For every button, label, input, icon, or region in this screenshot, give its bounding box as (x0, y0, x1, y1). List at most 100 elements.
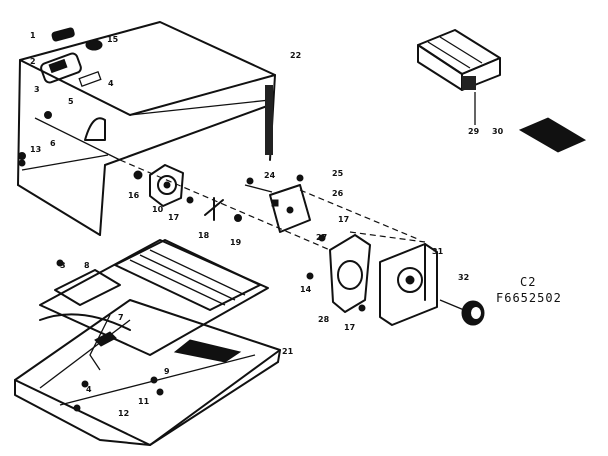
label-4b: 4 (86, 385, 92, 394)
housing-left-edge (17, 59, 21, 186)
label-25: 25 (332, 169, 344, 178)
fan-motor-assembly (119, 159, 331, 251)
grille-tab (462, 76, 476, 90)
clip-17 (186, 196, 194, 204)
knob-face (471, 307, 481, 319)
clip-17c (358, 304, 366, 312)
base-pan-outline (14, 299, 281, 446)
label-14: 14 (300, 285, 312, 294)
fin-1 (129, 259, 226, 306)
label-6: 6 (50, 139, 56, 148)
screw-14 (306, 272, 314, 280)
diagram-part-number: F6652502 (496, 291, 562, 305)
wire-lead (89, 314, 111, 371)
shroud-body (329, 234, 371, 313)
label-13: 13 (30, 145, 41, 154)
control-box-body (379, 243, 438, 326)
screw-12 (73, 404, 81, 412)
motor-hub (157, 175, 177, 195)
nut-19 (234, 214, 242, 222)
motor-bracket (149, 164, 184, 207)
label-1: 1 (30, 31, 36, 40)
screw-24-line (244, 184, 273, 193)
label-17b: 17 (338, 215, 349, 224)
filter-body (518, 117, 587, 153)
label-30: 30 (492, 127, 504, 136)
label-31: 31 (432, 247, 444, 256)
label-12: 12 (118, 409, 129, 418)
label-32: 32 (458, 273, 469, 282)
base-pan-inner-1 (39, 319, 131, 389)
base-pan (14, 299, 281, 446)
screw-25 (296, 174, 304, 182)
label-15: 15 (107, 35, 119, 44)
diagram-code: C2 (520, 275, 536, 289)
control-knob (439, 299, 485, 326)
tray-fin-area (114, 239, 261, 311)
label-3b: 3 (60, 261, 66, 270)
grille-slat-1 (427, 41, 471, 69)
fan-shroud (306, 234, 371, 313)
screw-9 (150, 376, 158, 384)
base-pan-right-lip (277, 349, 281, 363)
label-29: 29 (468, 127, 480, 136)
control-box (349, 231, 438, 326)
knob-leader (439, 299, 465, 311)
screw-3 (44, 111, 52, 119)
housing-shelf-front (21, 154, 109, 171)
clip-17b (318, 234, 326, 242)
label-28: 28 (318, 315, 330, 324)
plate-26 (269, 184, 311, 233)
base-pan-bracket (173, 339, 242, 363)
screw-4b (81, 380, 89, 388)
drain-tube (39, 313, 131, 331)
label-3a: 3 (34, 85, 40, 94)
label-10: 10 (152, 205, 164, 214)
fin-2 (139, 254, 236, 301)
housing-shelf-edge (104, 104, 271, 166)
label-11: 11 (138, 397, 150, 406)
part-15-screw (85, 39, 103, 51)
screw-16 (133, 170, 143, 180)
fin-3 (149, 249, 246, 296)
housing-inner-line (34, 117, 121, 161)
housing-cutout (84, 117, 106, 141)
label-27: 27 (316, 233, 327, 242)
label-8: 8 (84, 261, 90, 270)
housing-back-edge (129, 99, 271, 116)
label-19: 19 (230, 238, 242, 247)
label-24: 24 (264, 171, 276, 180)
plate-hole (286, 206, 294, 214)
housing-bottom-left (17, 184, 101, 236)
shroud-ring (337, 260, 363, 290)
top-left-parts (40, 27, 103, 84)
filter-30 (518, 117, 587, 153)
screw-3b (56, 259, 64, 267)
label-17a: 17 (168, 213, 179, 222)
control-knob-seat (397, 267, 423, 293)
label-21: 21 (282, 347, 294, 356)
base-pan-right-edge (149, 361, 279, 446)
base-pan-front-lip (14, 379, 151, 446)
tray-inset (54, 269, 121, 306)
housing-right-panel (265, 85, 273, 155)
connector-7 (94, 331, 117, 347)
label-16: 16 (128, 191, 140, 200)
label-17c: 17 (344, 323, 355, 332)
grille-slat-2 (439, 36, 483, 64)
screw-11 (156, 388, 164, 396)
label-2: 2 (30, 57, 36, 66)
fan-blade-18 (204, 197, 224, 221)
fan-axis-line (119, 159, 331, 251)
screw-24 (246, 177, 254, 185)
plate-dash-line (299, 189, 421, 241)
housing-box (17, 21, 276, 236)
label-7: 7 (118, 313, 124, 322)
motor-shaft (163, 181, 171, 189)
part-1-clip (51, 27, 75, 42)
grille-front (417, 44, 463, 91)
screw-13 (18, 152, 26, 160)
label-4a: 4 (108, 79, 114, 88)
housing-slot (78, 70, 102, 88)
